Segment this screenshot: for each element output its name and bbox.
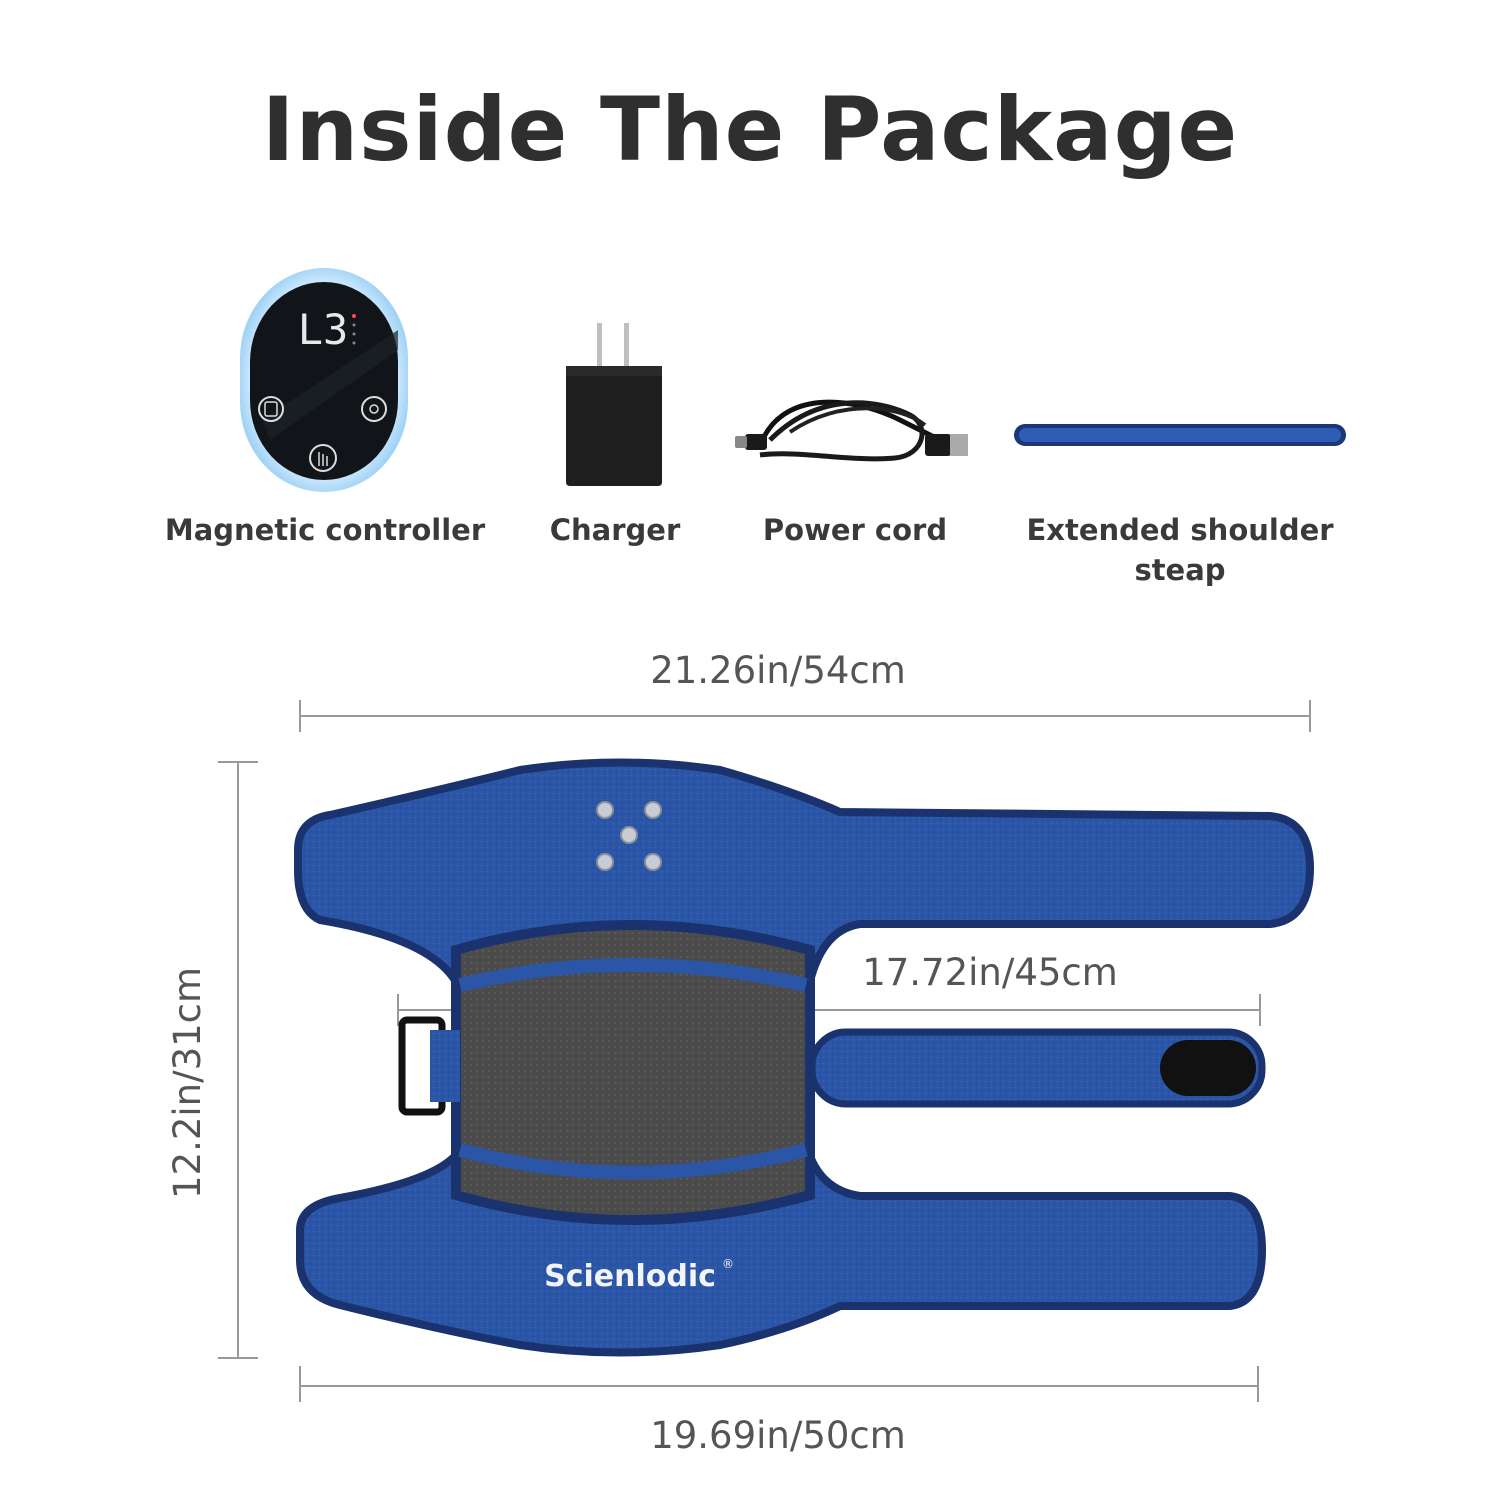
item-label-charger: Charger (549, 513, 681, 547)
bottom-width-label: 19.69in/50cm (650, 1414, 906, 1457)
item-label-controller: Magnetic controller (164, 513, 486, 547)
controller-icon: L3 (240, 268, 408, 492)
svg-text:®: ® (722, 1257, 734, 1271)
item-label-power-cord: Power cord (762, 513, 948, 547)
page-title: Inside The Package (261, 78, 1239, 181)
controller-display: L3 (298, 305, 349, 354)
top-width-label: 21.26in/54cm (650, 649, 906, 692)
inner-strap-label: 17.72in/45cm (862, 951, 1118, 994)
brand-logo: Scienlodic (544, 1259, 716, 1294)
heat-button-icon (361, 396, 387, 422)
touch-button-icon (309, 444, 337, 472)
height-label: 12.2in/31cm (166, 967, 209, 1199)
electrode-studs (596, 801, 662, 871)
cable-icon (735, 399, 968, 462)
mode-button-icon (258, 396, 284, 422)
knee-wrap-image: Scienlodic ® (294, 758, 1315, 1357)
charger-icon (566, 323, 662, 486)
item-label-strap: Extended shoulder steap (1026, 513, 1334, 587)
